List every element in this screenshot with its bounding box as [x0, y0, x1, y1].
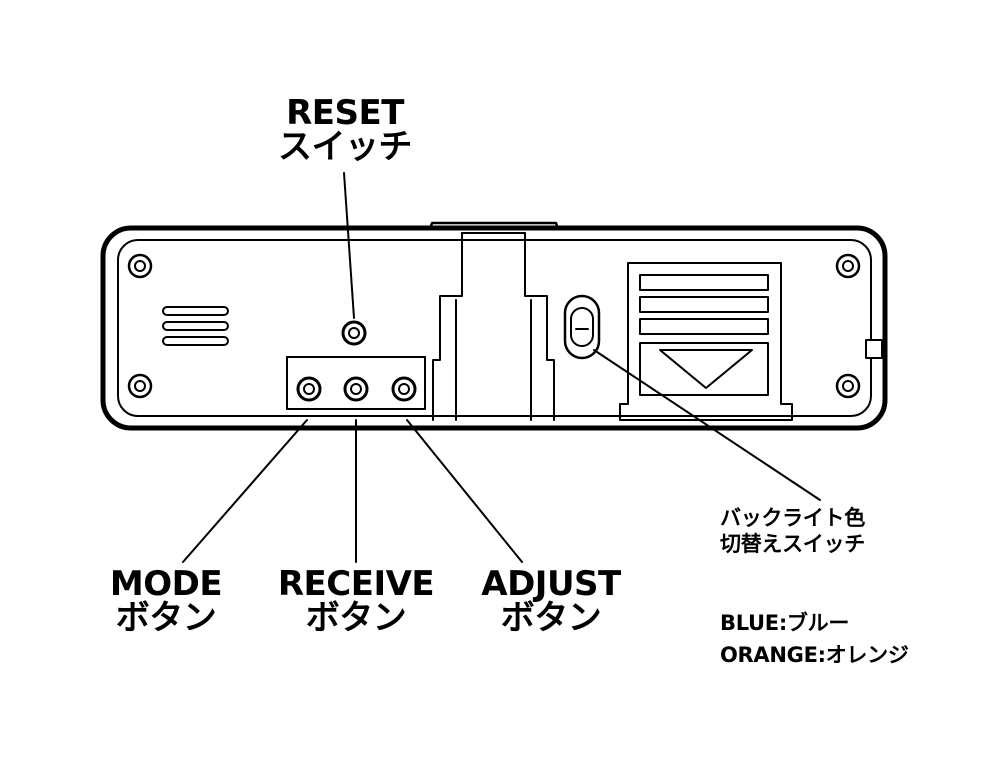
screw-icon: [835, 373, 861, 399]
adjust-button-label: ADJUST ボタン: [481, 564, 621, 638]
receive-button-label: RECEIVE ボタン: [277, 564, 435, 638]
side-connector: [865, 339, 883, 359]
receive-button: [343, 376, 369, 402]
leader-lines: [182, 172, 821, 563]
adjust-label-line1: ADJUST: [481, 564, 621, 604]
reset-label-line2: スイッチ: [278, 127, 413, 167]
screw-icon: [835, 253, 861, 279]
backlight-color-switch: [563, 294, 601, 360]
reset-switch: [341, 320, 367, 346]
battery-cover: [619, 262, 793, 421]
backlight-label-line2: 切替えスイッチ: [720, 532, 865, 557]
stand-channel: [432, 232, 555, 421]
screw-icon: [127, 373, 153, 399]
backlight-label-line1: バックライト色: [720, 506, 865, 530]
backlight-color-notes: BLUE:ブルー ORANGE:オレンジ: [720, 608, 909, 671]
speaker-grille: [162, 306, 229, 346]
receive-label-line1: RECEIVE: [277, 564, 435, 604]
mode-button-label: MODE ボタン: [109, 564, 223, 638]
mode-button: [296, 376, 322, 402]
screw-icon: [127, 253, 153, 279]
button-recess: [286, 356, 426, 410]
backlight-note-blue: BLUE:ブルー: [720, 611, 850, 635]
adjust-button: [391, 376, 417, 402]
mode-label-line1: MODE: [109, 564, 223, 604]
reset-label-line1: RESET: [286, 93, 404, 133]
device-body-outer: [100, 225, 888, 431]
mode-label-line2: ボタン: [115, 598, 217, 638]
backlight-switch-label: バックライト色 切替えスイッチ: [720, 505, 865, 558]
backlight-note-orange: ORANGE:オレンジ: [720, 642, 909, 667]
reset-switch-label: RESET スイッチ: [278, 93, 413, 167]
receive-label-line2: ボタン: [305, 598, 407, 638]
device-body-inner: [117, 239, 872, 417]
adjust-label-line2: ボタン: [500, 598, 602, 638]
